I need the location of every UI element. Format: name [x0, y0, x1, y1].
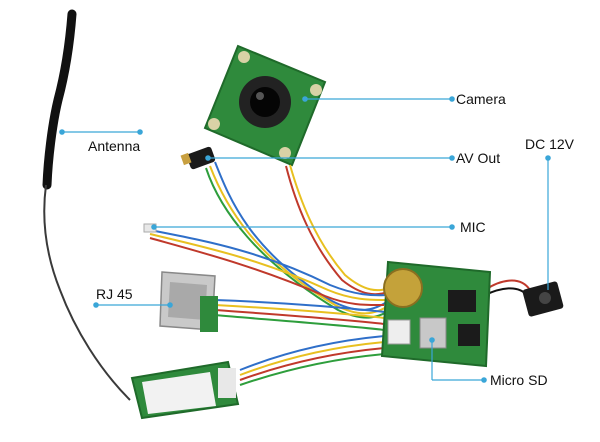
micro-sd-label: Micro SD: [490, 372, 548, 388]
camera-label: Camera: [456, 91, 506, 107]
camera-module: [203, 44, 327, 167]
dc-12v-label: DC 12V: [525, 136, 575, 152]
leader-lines: [59, 96, 551, 383]
main-board: [380, 260, 492, 368]
av-out-label: AV Out: [456, 150, 501, 166]
mic-label: MIC: [460, 219, 486, 235]
wifi-module: [130, 360, 240, 420]
dc-jack: [522, 281, 564, 317]
antenna-label: Antenna: [88, 138, 141, 154]
rj45-module: [159, 271, 218, 332]
antenna: [42, 9, 131, 401]
av-out-jack: [180, 146, 216, 170]
rj45-label: RJ 45: [96, 286, 133, 302]
